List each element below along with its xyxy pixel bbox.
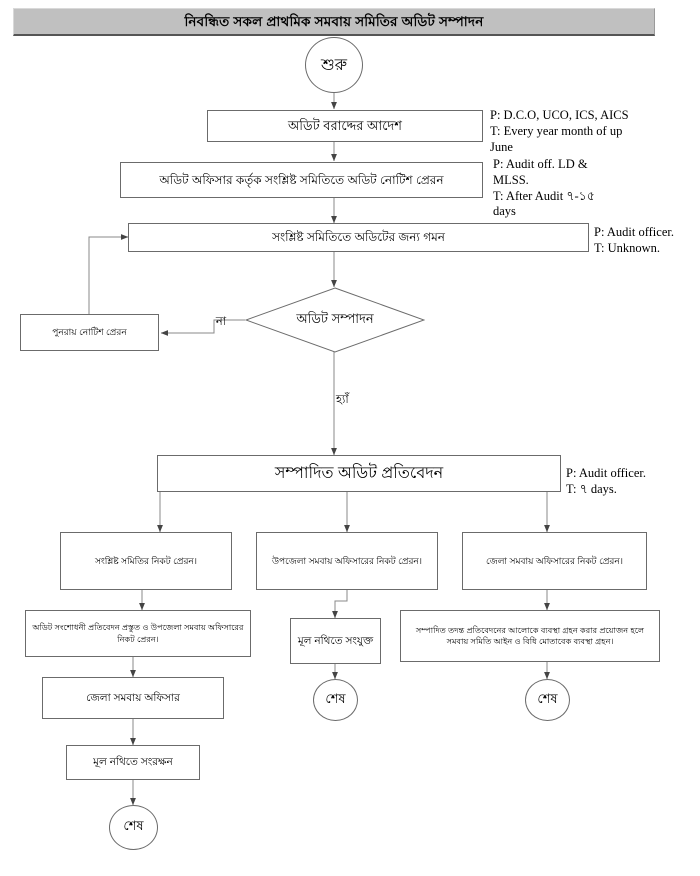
annotation-notice: P: Audit off. LD & MLSS. T: After Audit … [493, 157, 595, 219]
node-end-right-label: শেষ [537, 690, 558, 706]
node-send-to-upazila-officer-label: উপজেলা সমবায় অফিসারের নিকট প্রেরন। [271, 555, 423, 566]
node-end-middle[interactable]: শেষ [313, 679, 358, 721]
edge-label-no: না [215, 316, 227, 328]
node-decision-audit-done[interactable]: অডিট সম্পাদন [245, 287, 425, 353]
node-send-to-district-officer-label: জেলা সমবায় অফিসারের নিকট প্রেরন। [486, 555, 623, 566]
node-preserve-main-file-label: মূল নথিতে সংরক্ষন [93, 756, 173, 769]
node-go-to-society[interactable]: সংশ্লিষ্ট সমিতিতে অডিটের জন্য গমন [128, 223, 589, 252]
node-legal-action-label: সম্পাদিত তদন্ত প্রতিবেদনের আলোকে ব্যবস্থ… [415, 625, 645, 646]
node-send-to-society[interactable]: সংশ্লিষ্ট সমিতির নিকট প্রেরন। [60, 532, 232, 590]
annotation-travel: P: Audit officer. T: Unknown. [594, 225, 674, 255]
node-district-coop-officer-label: জেলা সমবায় অফিসার [86, 691, 180, 704]
node-legal-action[interactable]: সম্পাদিত তদন্ত প্রতিবেদনের আলোকে ব্যবস্থ… [400, 610, 660, 662]
header-bar [13, 8, 655, 36]
node-corrective-report[interactable]: অডিট সংশোধনী প্রতিবেদন প্রস্তুত ও উপজেলা… [25, 610, 251, 657]
node-end-right[interactable]: শেষ [525, 679, 570, 721]
node-end-left[interactable]: শেষ [109, 805, 158, 850]
node-end-left-label: শেষ [123, 818, 144, 833]
node-end-middle-label: শেষ [325, 690, 346, 706]
node-send-to-society-label: সংশ্লিষ্ট সমিতির নিকট প্রেরন। [94, 555, 198, 566]
node-attach-to-main-file-label: মূল নথিতে সংযুক্ত [297, 634, 374, 647]
edge-label-yes: হ্যাঁ [336, 394, 349, 406]
node-audit-allocation-order-label: অডিট বরাদ্দের আদেশ [288, 118, 402, 134]
node-send-to-district-officer[interactable]: জেলা সমবায় অফিসারের নিকট প্রেরন। [462, 532, 647, 590]
node-audit-notice-send[interactable]: অডিট অফিসার কর্তৃক সংশ্লিষ্ট সমিতিতে অডি… [120, 162, 483, 198]
node-attach-to-main-file[interactable]: মূল নথিতে সংযুক্ত [290, 618, 381, 664]
node-start-label: শুরু [320, 56, 348, 74]
node-go-to-society-label: সংশ্লিষ্ট সমিতিতে অডিটের জন্য গমন [272, 230, 445, 245]
node-resend-notice-label: পুনরায় নোটিশ প্রেরন [52, 327, 127, 338]
node-audit-notice-send-label: অডিট অফিসার কর্তৃক সংশ্লিষ্ট সমিতিতে অডি… [159, 172, 444, 187]
node-completed-audit-report-label: সম্পাদিত অডিট প্রতিবেদন [274, 464, 444, 482]
node-audit-allocation-order[interactable]: অডিট বরাদ্দের আদেশ [207, 110, 483, 142]
node-send-to-upazila-officer[interactable]: উপজেলা সমবায় অফিসারের নিকট প্রেরন। [256, 532, 438, 590]
node-completed-audit-report[interactable]: সম্পাদিত অডিট প্রতিবেদন [157, 455, 561, 492]
page-title: নিবন্ধিত সকল প্রাথমিক সমবায় সমিতির অডিট… [184, 13, 484, 29]
node-district-coop-officer[interactable]: জেলা সমবায় অফিসার [42, 677, 224, 719]
node-resend-notice[interactable]: পুনরায় নোটিশ প্রেরন [20, 314, 159, 351]
diamond-shape [245, 287, 425, 353]
annotation-allocation: P: D.C.O, UCO, ICS, AICS T: Every year m… [490, 108, 629, 154]
node-corrective-report-label: অডিট সংশোধনী প্রতিবেদন প্রস্তুত ও উপজেলা… [32, 623, 244, 644]
node-preserve-main-file[interactable]: মূল নথিতে সংরক্ষন [66, 745, 200, 780]
node-start[interactable]: শুরু [305, 37, 363, 93]
annotation-report: P: Audit officer. T: ৭ days. [566, 466, 646, 496]
